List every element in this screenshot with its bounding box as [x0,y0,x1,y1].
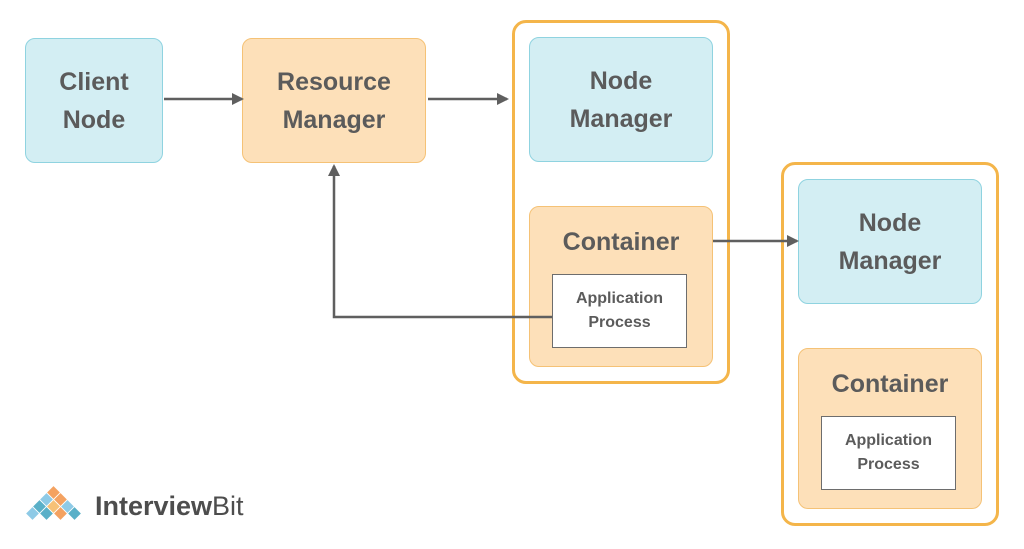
client-node: Client Node [25,38,163,163]
logo-text-bit: Bit [212,491,244,521]
resource-manager: Resource Manager [242,38,426,163]
container-2-title: Container [831,370,949,398]
logo-text-interview: Interview [95,491,213,521]
application-process-2: Application Process [821,416,956,490]
node-manager-2: Node Manager [798,179,982,304]
logo-wordmark: InterviewBit [95,491,244,521]
arrow-app-process-to-resource-manager [328,164,552,319]
application-process-1: Application Process [552,274,687,348]
node-manager-1: Node Manager [529,37,713,162]
container-1-title: Container [562,228,680,256]
interviewbit-logo: InterviewBit [25,484,265,528]
diamond-grid-icon [26,486,81,520]
